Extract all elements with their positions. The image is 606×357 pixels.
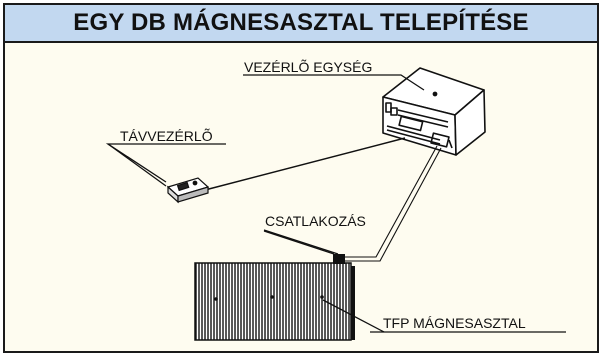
magnetic-table-drawing	[194, 262, 355, 341]
control-unit-label: VEZÉRLÕ EGYSÉG	[244, 59, 372, 75]
leader-lines	[105, 74, 566, 333]
magnetic-table-label: TFP MÁGNESASZTAL	[383, 315, 526, 331]
control-unit-drawing	[382, 67, 486, 156]
remote-control-drawing	[166, 177, 210, 204]
remote-cable	[204, 137, 406, 191]
connection-label: CSATLAKOZÁS	[265, 213, 366, 229]
remote-label: TÁVVEZÉRLÕ	[120, 128, 213, 144]
connection-block	[333, 254, 345, 264]
table-cable	[345, 145, 442, 262]
page-title: EGY DB MÁGNESASZTAL TELEPÍTÉSE	[73, 9, 529, 36]
title-bar: EGY DB MÁGNESASZTAL TELEPÍTÉSE	[5, 5, 597, 43]
